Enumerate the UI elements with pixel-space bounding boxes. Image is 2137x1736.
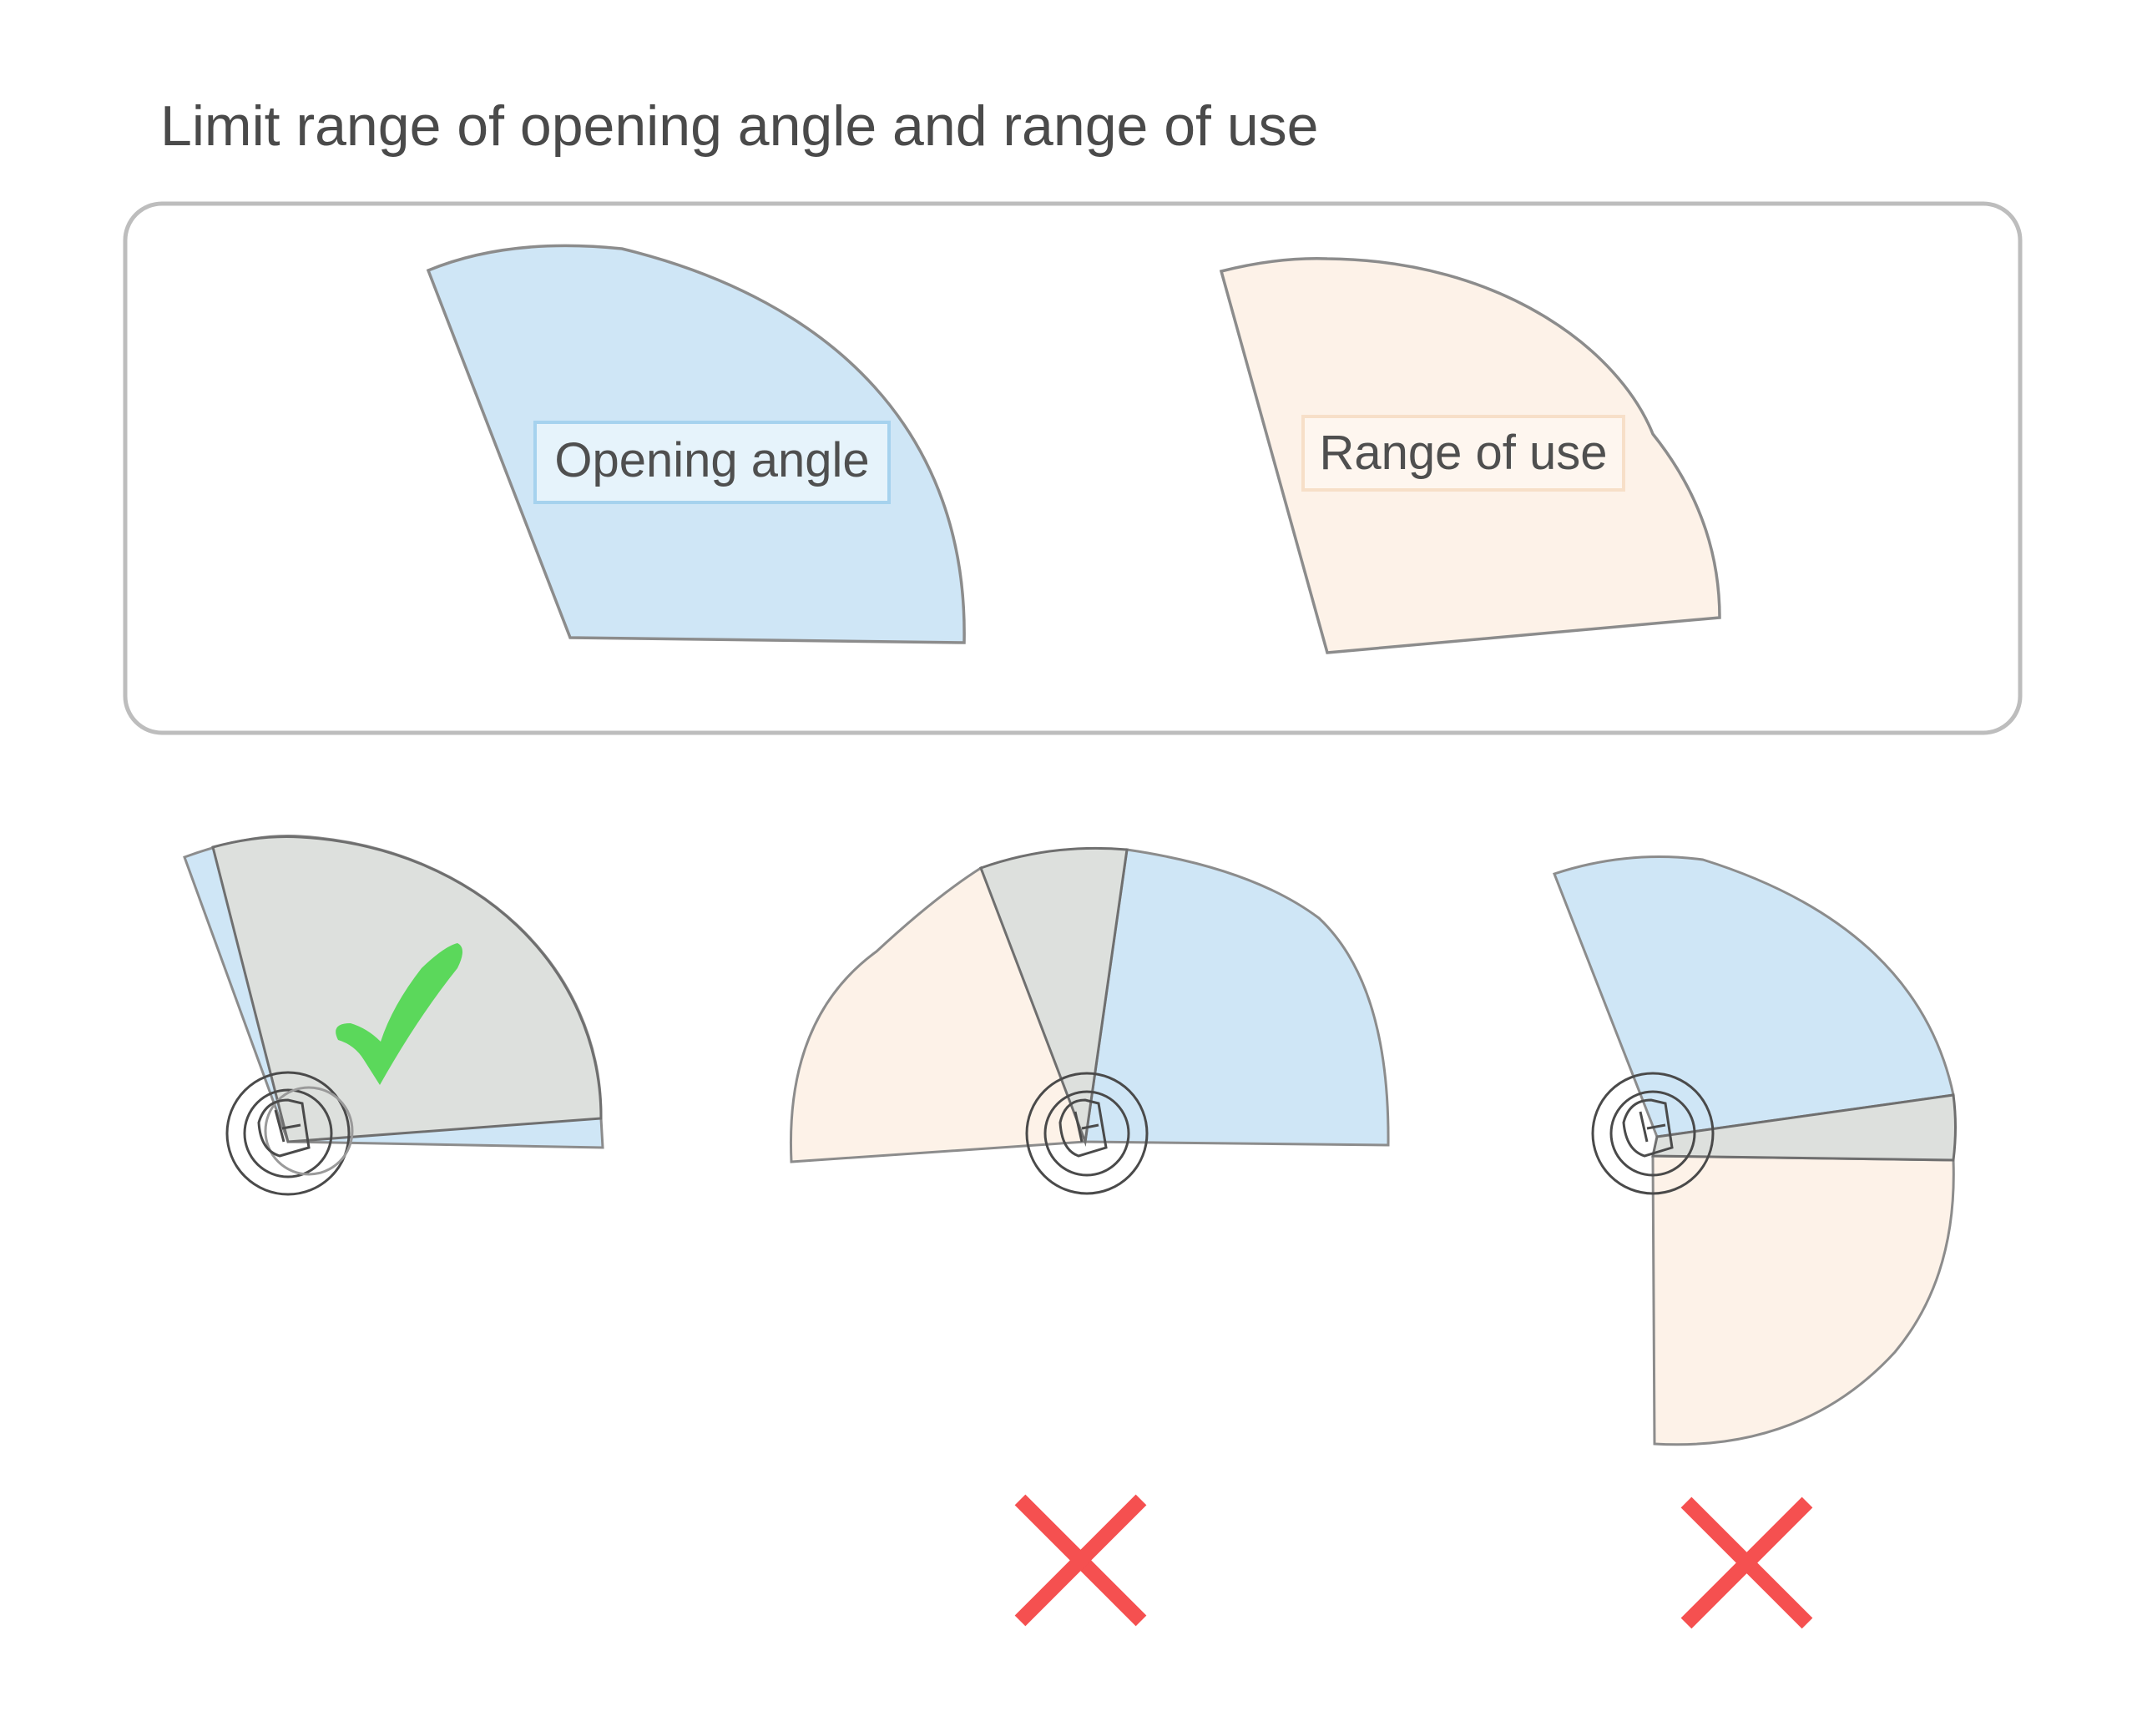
opening-angle-label: Opening angle (554, 433, 869, 487)
example-3-overlap-sector (1651, 1093, 1957, 1162)
cross-icon (1014, 1494, 1147, 1627)
example-3-opening-sector (1553, 855, 1955, 1138)
example-2-overlap-sector (979, 846, 1129, 1147)
page-title: Limit range of opening angle and range o… (160, 94, 1319, 158)
example-2-range-sector (789, 865, 1095, 1163)
legend-opening-angle: Opening angle (426, 244, 966, 644)
example-1-hinge-icon (225, 1071, 354, 1196)
example-2 (789, 846, 1390, 1627)
example-3 (1553, 855, 1957, 1629)
example-3-hinge-icon (1591, 1072, 1715, 1195)
example-1 (183, 835, 604, 1196)
example-2-hinge-icon (1025, 1072, 1149, 1195)
opening-angle-label-box (533, 421, 891, 504)
example-2-opening-sector (1084, 848, 1390, 1147)
range-of-use-label-box (1301, 415, 1625, 492)
example-3-range-sector (1651, 1154, 1955, 1446)
range-of-use-label: Range of use (1319, 426, 1607, 480)
legend-range-of-use: Range of use (1219, 257, 1721, 654)
legend-panel (123, 201, 2023, 735)
checkmark-shape (336, 943, 462, 1085)
cross-icon (1680, 1496, 1813, 1629)
